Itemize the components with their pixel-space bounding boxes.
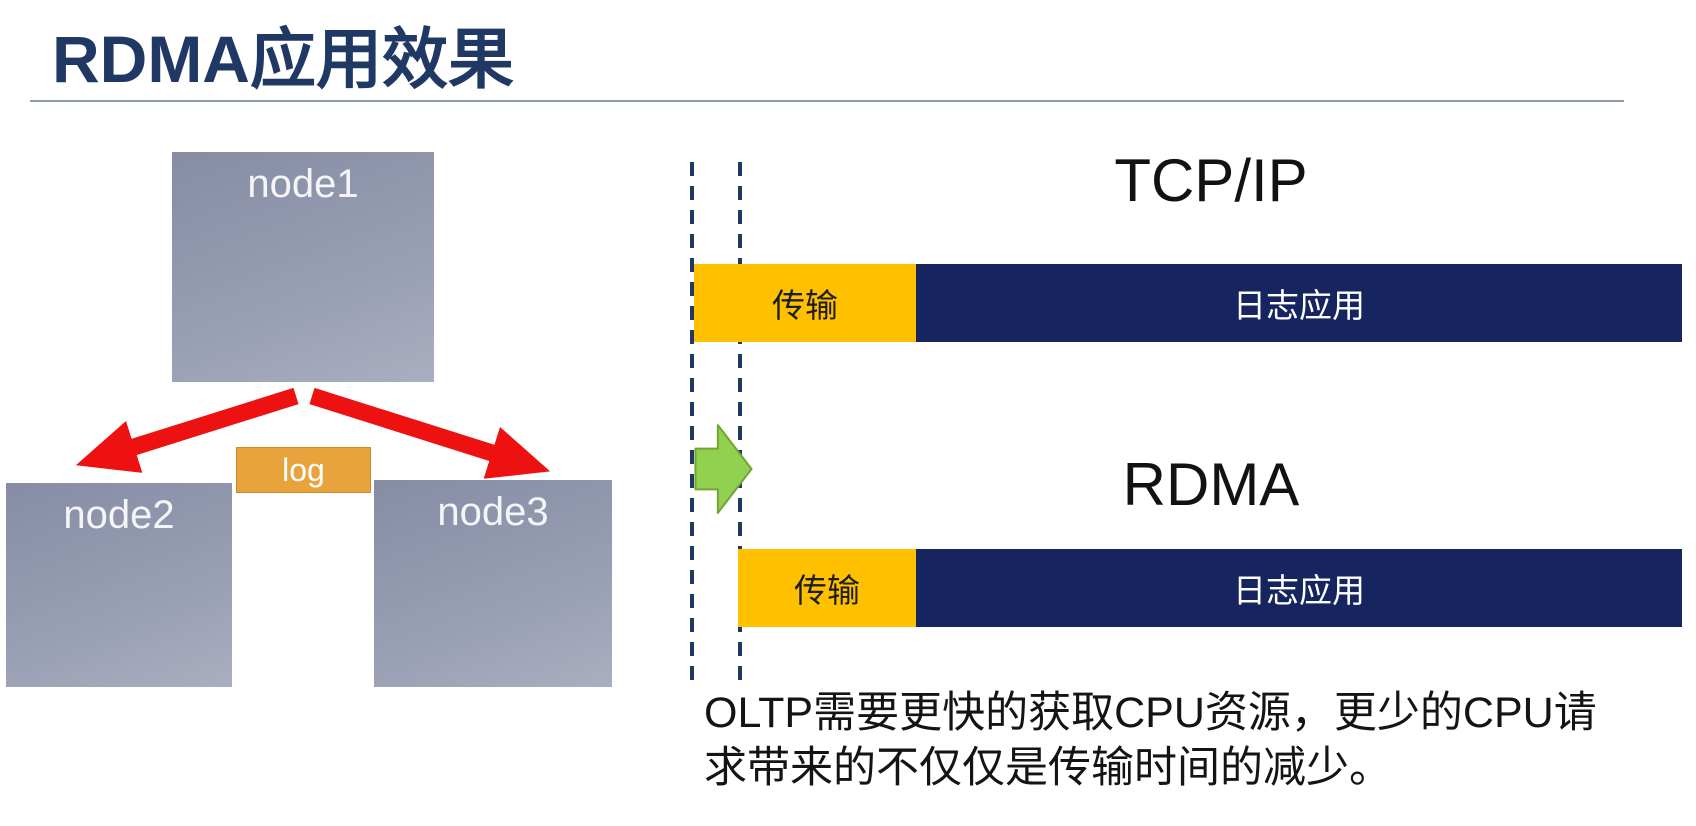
node1-label: node1 <box>247 162 359 206</box>
rdma-timeline-bar: 传输 日志应用 <box>738 549 1682 627</box>
log-label: log <box>282 451 325 488</box>
node-cluster-diagram: node1 node2 node3 log <box>0 110 660 826</box>
rdma-transfer-label: 传输 <box>794 572 860 609</box>
caption-line-1: OLTP需要更快的获取CPU资源，更少的CPU请 <box>704 689 1597 737</box>
tcp-app-label: 日志应用 <box>1233 287 1365 324</box>
node2-box: node2 <box>6 483 232 687</box>
node3-label: node3 <box>437 490 549 534</box>
tcp-ip-heading: TCP/IP <box>1114 147 1308 214</box>
log-box: log <box>236 447 371 493</box>
red-replication-arrows-icon <box>75 387 551 479</box>
rdma-app-label: 日志应用 <box>1233 572 1365 609</box>
node3-box: node3 <box>374 480 612 687</box>
tcp-app-segment: 日志应用 <box>916 264 1682 342</box>
node2-label: node2 <box>63 493 175 537</box>
rdma-app-segment: 日志应用 <box>916 549 1682 627</box>
caption-line-2: 求带来的不仅仅是传输时间的减少。 <box>704 744 1392 793</box>
time-saved-green-arrow-icon <box>694 424 753 514</box>
node1-box: node1 <box>172 152 434 382</box>
caption-text: OLTP需要更快的获取CPU资源，更少的CPU请 求带来的不仅仅是传输时间的减少… <box>704 686 1696 796</box>
rdma-transfer-segment: 传输 <box>738 549 916 627</box>
tcp-transfer-segment: 传输 <box>694 264 916 342</box>
rdma-heading: RDMA <box>1122 451 1300 518</box>
timeline-offset-dashed-line <box>738 162 742 680</box>
timeline-start-dashed-line <box>690 162 694 680</box>
tcp-timeline-bar: 传输 日志应用 <box>694 264 1682 342</box>
tcp-transfer-label: 传输 <box>772 287 838 324</box>
page-title: RDMA应用效果 <box>52 22 514 96</box>
title-divider <box>30 100 1624 102</box>
